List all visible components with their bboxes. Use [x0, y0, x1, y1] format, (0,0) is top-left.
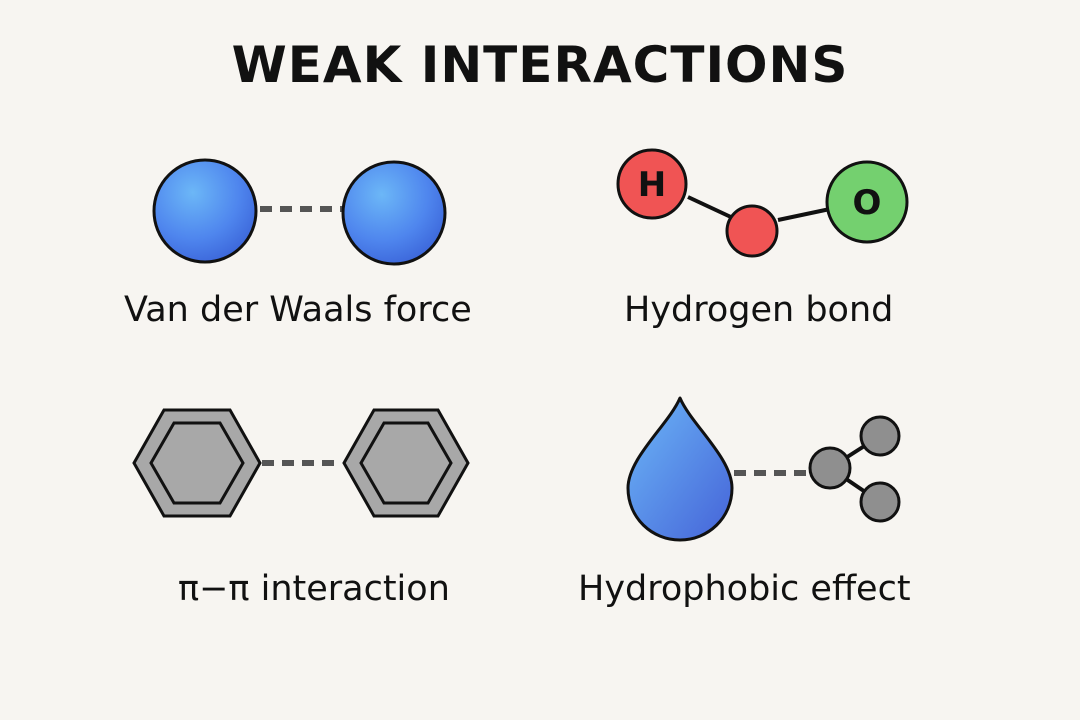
- benzene-ring-left-inner: [149, 421, 245, 505]
- van-der-waals-illustration: [152, 158, 447, 266]
- hydrogen-bond-caption: Hydrogen bond: [624, 290, 894, 330]
- benzene-ring-right-inner: [359, 421, 453, 505]
- center-atom: [725, 204, 779, 258]
- pi-pi-illustration: [132, 408, 470, 518]
- vdw-sphere-right: [341, 160, 447, 266]
- hydrophobic-illustration: [626, 396, 901, 542]
- pi-pi-caption: π−π interaction: [178, 569, 450, 609]
- hb-bond-center-to-o: [777, 207, 831, 222]
- molecule-node-upper: [859, 415, 901, 457]
- diagram-title: WEAK INTERACTIONS: [231, 36, 849, 94]
- oxygen-atom: [825, 160, 909, 244]
- oxygen-atom-label: O: [853, 183, 882, 223]
- water-drop-icon: [626, 396, 734, 542]
- molecule-node-center: [808, 446, 852, 490]
- hydrogen-atom: [616, 148, 688, 220]
- van-der-waals-caption: Van der Waals force: [124, 290, 472, 330]
- hydrogen-atom-label: H: [638, 165, 666, 205]
- vdw-sphere-left: [152, 158, 258, 264]
- hb-bond-h-to-center: [687, 195, 734, 220]
- hydrophobic-caption: Hydrophobic effect: [578, 569, 911, 609]
- hydrogen-bond-illustration: H O: [616, 148, 909, 258]
- molecule-node-lower: [859, 481, 901, 523]
